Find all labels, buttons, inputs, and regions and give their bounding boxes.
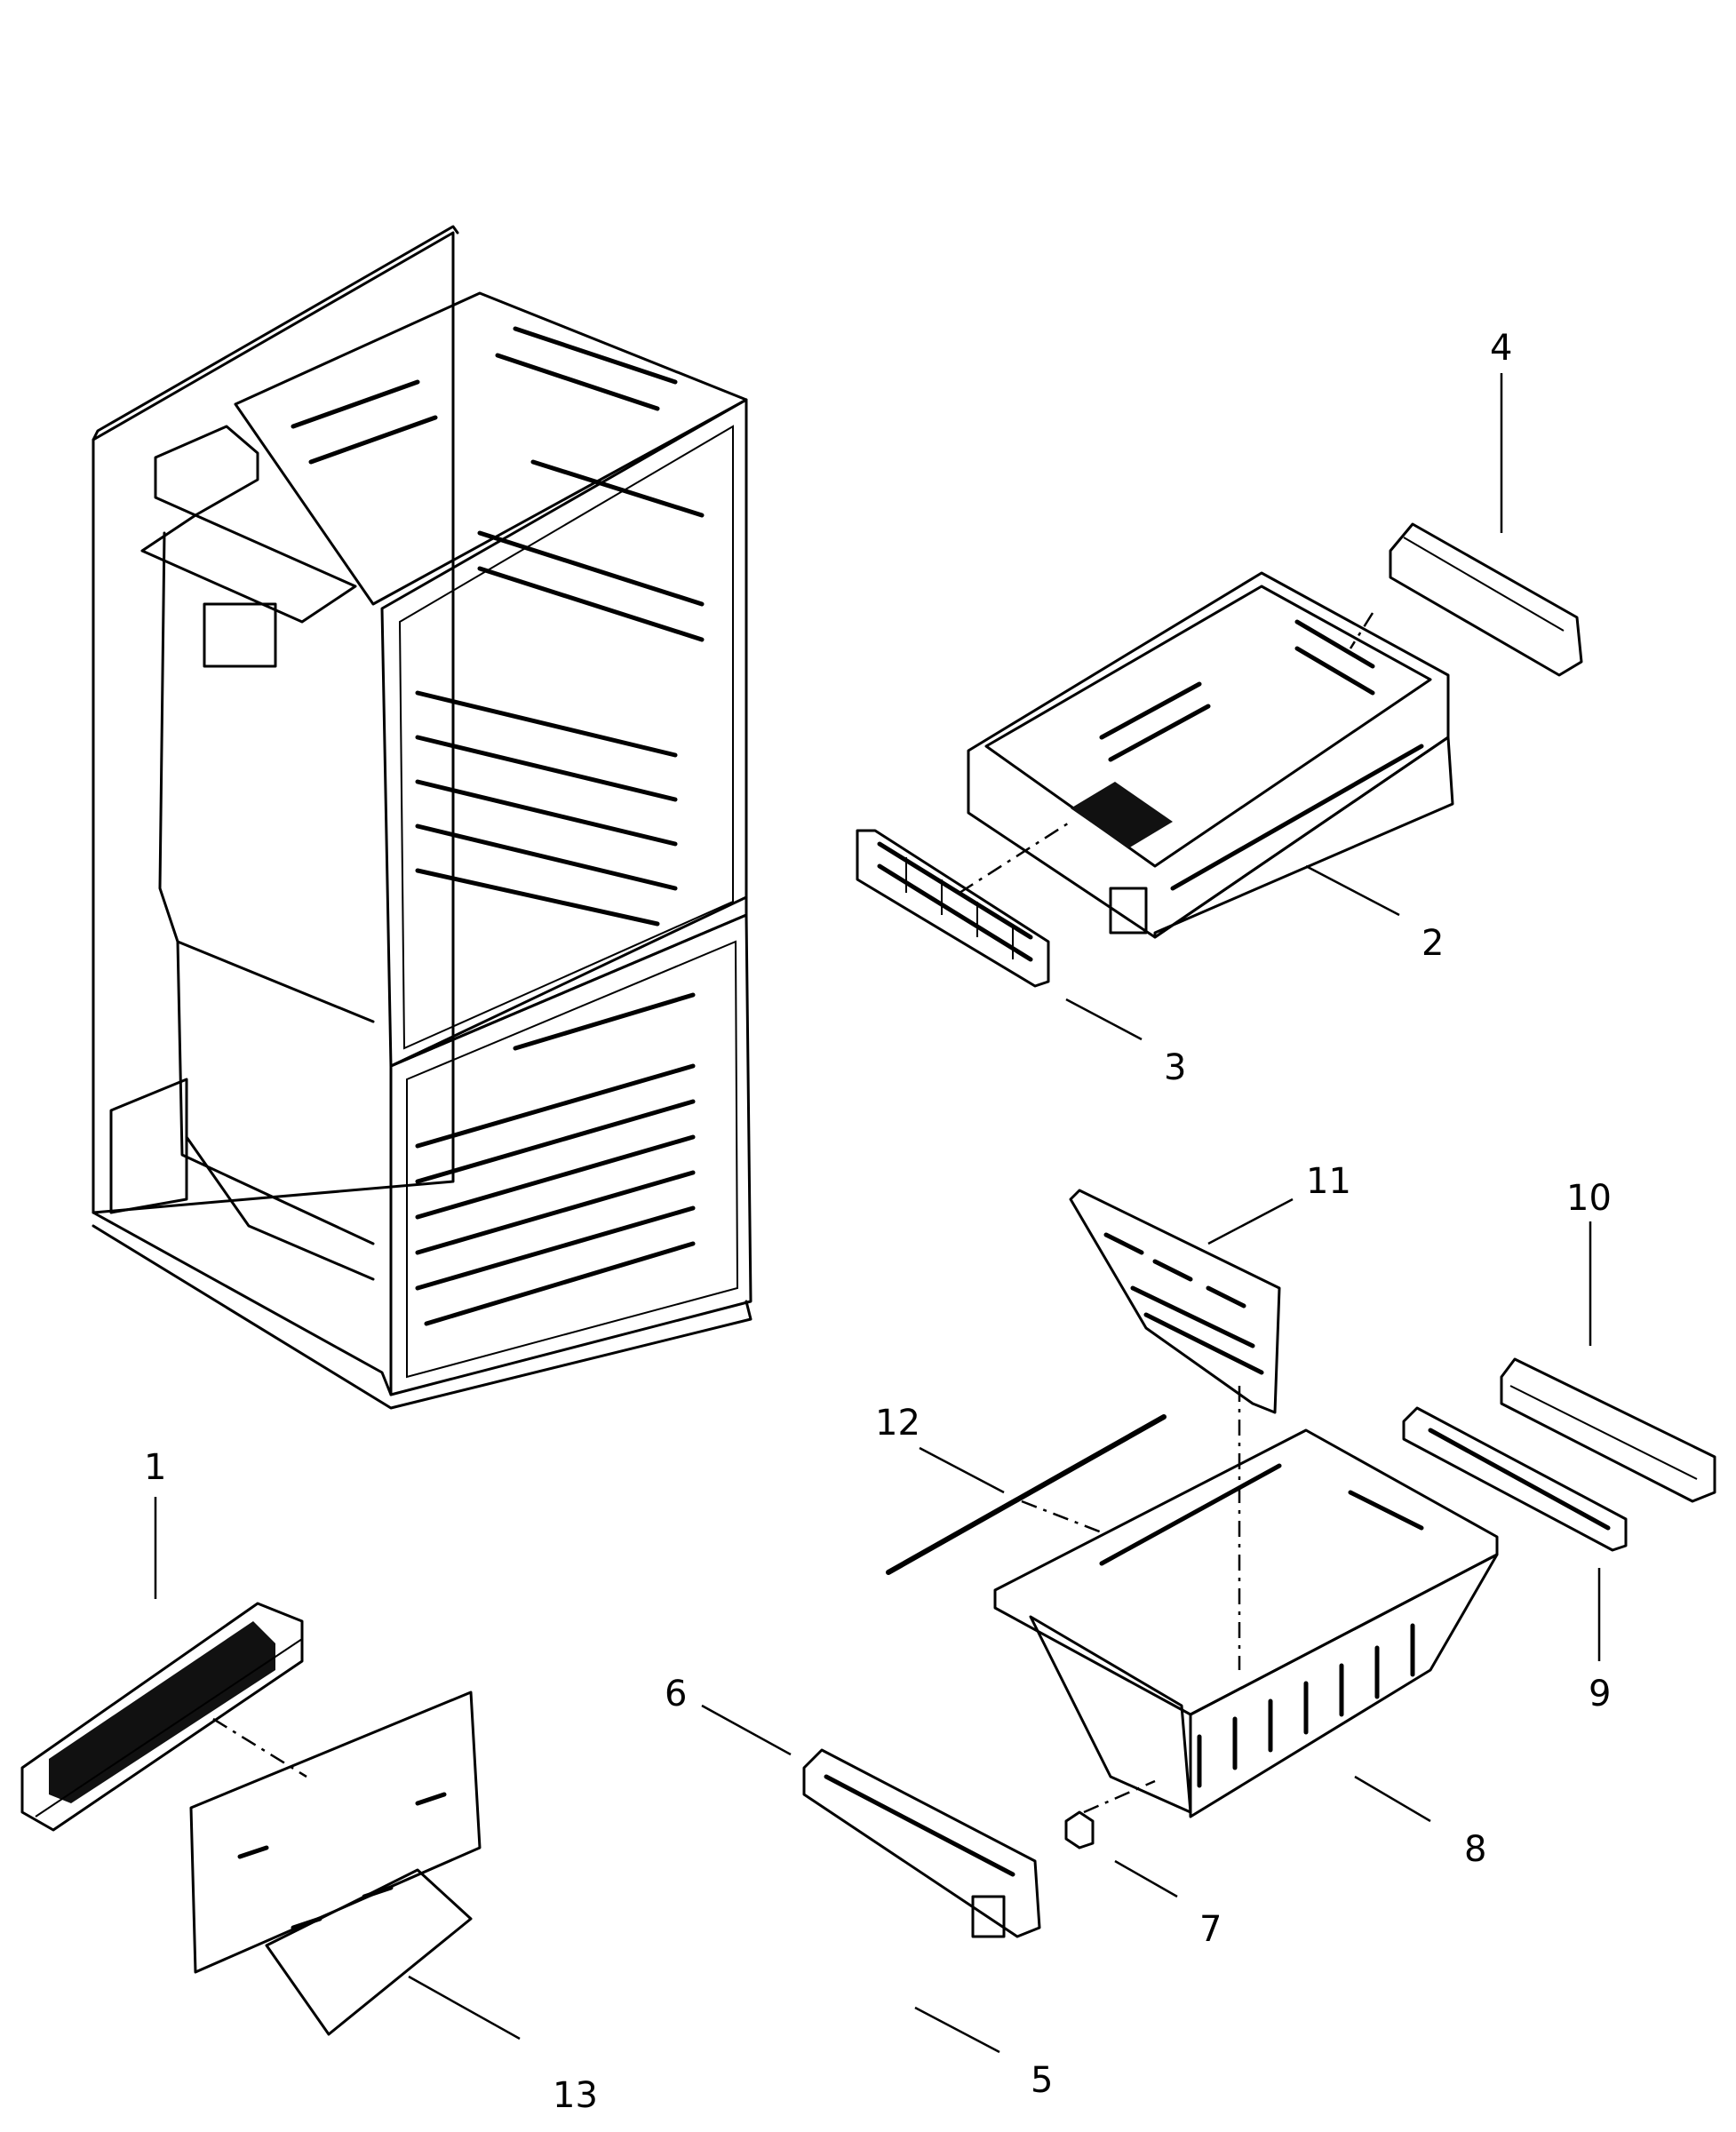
assembly-line-1-13 — [212, 1717, 307, 1778]
leader-12 — [919, 1446, 1005, 1494]
part-4-rail — [1389, 522, 1583, 677]
part-label-8: 8 — [1464, 1829, 1486, 1870]
part-2-drawer — [967, 571, 1454, 939]
part-9-rail — [1402, 1406, 1628, 1552]
part-label-6: 6 — [665, 1674, 687, 1714]
part-label-11: 11 — [1306, 1161, 1351, 1202]
leader-7 — [1114, 1859, 1178, 1898]
part-label-13: 13 — [553, 2075, 598, 2116]
refrigerator-cabinet — [92, 225, 753, 1410]
leader-2 — [1305, 864, 1400, 917]
part-11-divider — [1069, 1189, 1281, 1414]
assembly-line-12-8 — [1021, 1500, 1103, 1534]
part-label-7: 7 — [1199, 1909, 1222, 1950]
part-3-grille — [856, 829, 1050, 988]
part-label-4: 4 — [1490, 328, 1512, 369]
part-6-rail — [802, 1748, 1041, 1938]
part-13-cover — [189, 1690, 482, 2036]
leader-11 — [1207, 1197, 1294, 1245]
part-8-basket — [993, 1428, 1499, 1818]
part-7-stopper — [1064, 1810, 1095, 1850]
part-label-12: 12 — [875, 1403, 920, 1444]
inner-ribs-lower — [415, 992, 696, 1326]
part-label-9: 9 — [1589, 1674, 1611, 1714]
part-label-3: 3 — [1164, 1047, 1186, 1088]
part-label-10: 10 — [1566, 1178, 1612, 1219]
part-label-2: 2 — [1421, 923, 1444, 964]
leader-6 — [701, 1704, 792, 1756]
assembly-line-3-2 — [959, 820, 1071, 895]
part-label-1: 1 — [144, 1447, 166, 1488]
part-1-evaporator — [20, 1602, 304, 1832]
part-label-5: 5 — [1031, 2060, 1053, 2101]
leader-5 — [914, 2006, 1000, 2054]
inner-ribs-upper — [291, 326, 705, 927]
leader-13 — [408, 1975, 521, 2041]
part-12-rod — [886, 1414, 1167, 1575]
assembly-line-4-2 — [1349, 612, 1374, 649]
part-10-rail — [1500, 1357, 1716, 1503]
leader-3 — [1065, 998, 1143, 1041]
assembly-line-7-8 — [1083, 1779, 1156, 1814]
leader-8 — [1354, 1775, 1431, 1823]
